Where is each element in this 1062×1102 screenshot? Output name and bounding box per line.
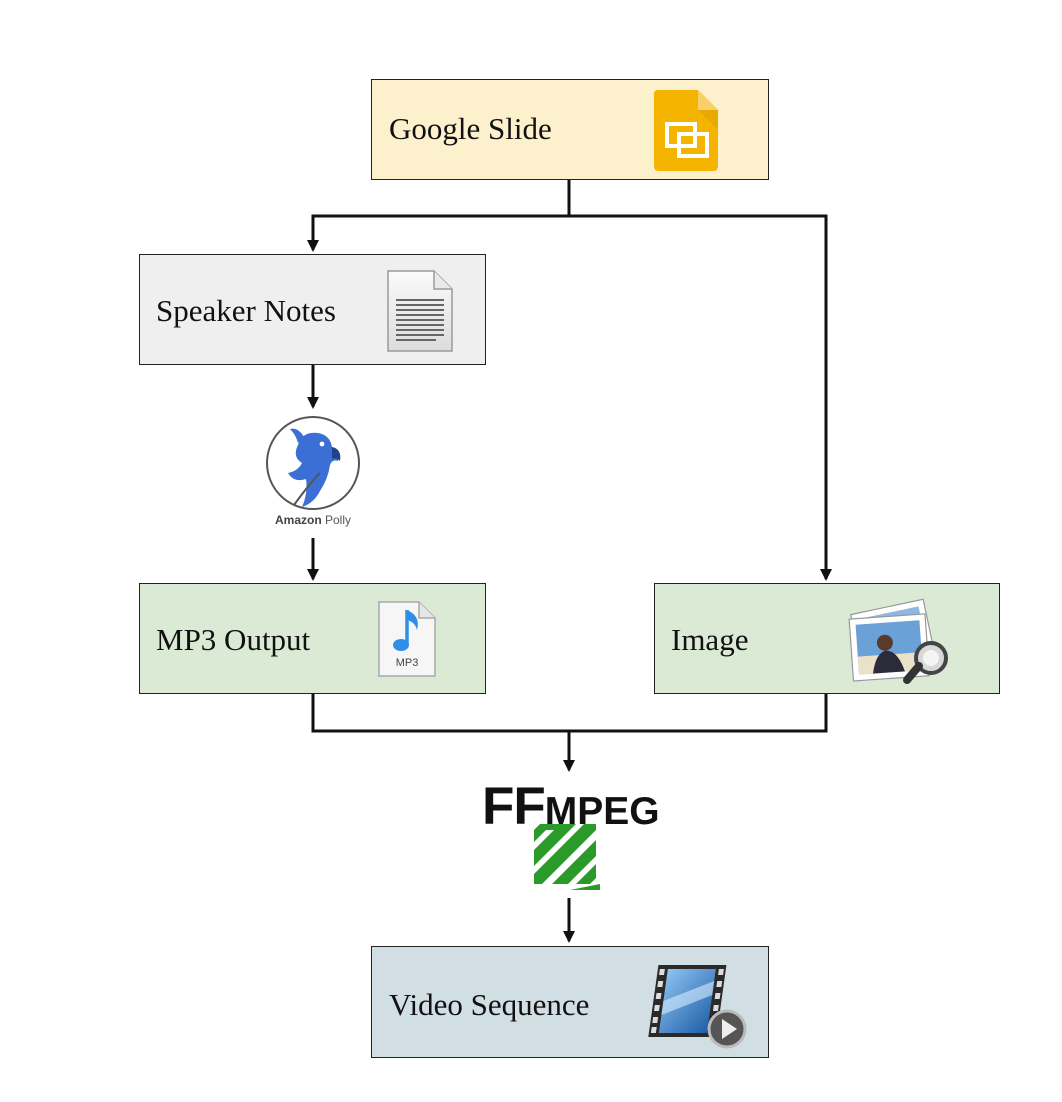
google-slides-icon bbox=[654, 90, 720, 177]
node-video-sequence[interactable]: Video Sequence bbox=[371, 946, 769, 1058]
polly-caption-product: Polly bbox=[321, 513, 351, 527]
edge-google-to-notes bbox=[307, 180, 571, 252]
node-mp3-output[interactable]: MP3 Output MP3 bbox=[139, 583, 486, 694]
video-film-icon bbox=[647, 961, 751, 1054]
ffmpeg-logo bbox=[534, 824, 600, 890]
edge-google-to-image bbox=[569, 214, 832, 581]
node-amazon-polly[interactable]: Amazon Polly bbox=[258, 413, 368, 533]
photo-preview-icon bbox=[845, 592, 955, 693]
ffmpeg-wordmark-ff: FF bbox=[482, 777, 546, 836]
mp3-file-icon: MP3 bbox=[377, 600, 439, 683]
node-label: MP3 Output bbox=[156, 622, 311, 657]
node-label: Video Sequence bbox=[389, 987, 590, 1022]
edge-mp3-to-ffmpeg bbox=[311, 694, 575, 772]
node-speaker-notes[interactable]: Speaker Notes bbox=[139, 254, 486, 365]
node-image[interactable]: Image bbox=[654, 583, 1000, 694]
polly-caption: Amazon Polly bbox=[258, 513, 368, 527]
node-label: Speaker Notes bbox=[156, 293, 336, 328]
amazon-polly-parrot-icon bbox=[266, 416, 360, 510]
edge-image-to-ffmpeg bbox=[569, 694, 828, 733]
document-icon bbox=[386, 269, 454, 358]
node-label: Image bbox=[671, 622, 749, 657]
node-label: Google Slide bbox=[389, 111, 552, 146]
polly-caption-brand: Amazon bbox=[274, 513, 322, 527]
node-ffmpeg[interactable]: FFMPEG bbox=[478, 776, 678, 896]
node-google-slide[interactable]: Google Slide bbox=[371, 79, 769, 180]
mp3-icon-label: MP3 bbox=[396, 657, 419, 669]
